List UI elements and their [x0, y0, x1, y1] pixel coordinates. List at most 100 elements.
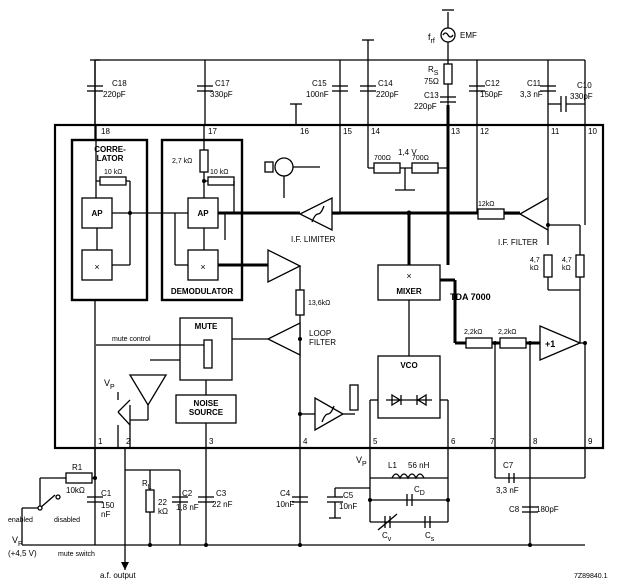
resistor-12k — [477, 208, 505, 220]
mute-switch[interactable] — [37, 494, 61, 511]
output-stage — [117, 374, 168, 448]
cap-c14-value: 220pF — [376, 90, 399, 99]
c3-value: 22 nF — [212, 500, 233, 509]
limiter-integrator-icon — [311, 205, 325, 223]
resistor-700-b — [411, 162, 439, 174]
pin-14: 14 — [371, 127, 380, 136]
test-point — [264, 157, 320, 198]
c7-name: C7 — [503, 461, 514, 470]
cap-c1-symbol — [87, 496, 103, 503]
r1-value: 10kΩ — [66, 486, 85, 495]
cap-c15-symbol — [332, 85, 348, 92]
c4-name: C4 — [280, 489, 291, 498]
demodulator-ap-block — [187, 197, 219, 229]
if-filter-label: I.F. FILTER — [498, 238, 538, 247]
cap-c14-symbol — [360, 85, 376, 92]
cap-c18-value: 220pF — [103, 90, 126, 99]
bias-divider — [367, 125, 448, 191]
cap-cd-symbol — [406, 494, 413, 506]
if-filter — [476, 125, 586, 343]
r-2-7k-label: 2,7 kΩ — [172, 158, 192, 165]
pin-18: 18 — [101, 127, 110, 136]
pin-9: 9 — [588, 437, 593, 446]
switch-lever[interactable] — [39, 494, 56, 509]
buffer-chain — [455, 325, 586, 448]
cap-c11-value: 3,3 nF — [520, 90, 543, 99]
cap-c5-symbol — [327, 488, 343, 518]
pin-10: 10 — [588, 127, 597, 136]
mute-switch-label: mute switch — [58, 551, 95, 558]
cap-c18-symbol — [87, 85, 103, 92]
rs-value: 75Ω — [424, 77, 439, 86]
cap-c2-symbol — [172, 496, 188, 503]
pin-8: 8 — [533, 437, 538, 446]
top-cap-symbols — [87, 85, 585, 112]
cap-c12-symbol — [469, 85, 485, 92]
emf-label: EMF — [460, 31, 477, 40]
cap-c18-name: C18 — [112, 79, 127, 88]
r-2-2k-a-label: 2,2kΩ — [464, 329, 482, 336]
junction-dots — [93, 179, 587, 547]
switch-contact — [55, 494, 61, 500]
l1-value: 56 nH — [408, 461, 430, 470]
resistor-rl — [145, 489, 155, 513]
mute-amp — [266, 321, 301, 357]
inner-wiring — [95, 125, 235, 266]
rs-label: RS — [428, 65, 439, 77]
demod-output-amp — [267, 248, 302, 284]
r-correlator-10k-label: 10 kΩ — [104, 169, 122, 176]
pin-15: 15 — [343, 127, 352, 136]
r-700-b-label: 700Ω — [412, 155, 429, 162]
mute-control-label: mute control — [112, 336, 151, 343]
af-output-arrow — [121, 562, 129, 570]
resistor-r1 — [65, 472, 93, 484]
cap-c11-symbol — [540, 85, 556, 92]
cap-c12-name: C12 — [485, 79, 500, 88]
vp-supply-label: VP — [12, 535, 23, 548]
if-filter-triangle — [518, 196, 549, 232]
correlator-multiplier-icon: × — [94, 262, 99, 272]
output-amp — [128, 374, 168, 407]
pin-5: 5 — [373, 437, 378, 446]
buffer-label: +1 — [545, 339, 555, 349]
resistor-700-a — [373, 162, 401, 174]
c2-value: 1,8 nF — [176, 503, 199, 512]
vco-resistor — [349, 384, 359, 411]
r-13-6k-label: 13,6kΩ — [308, 300, 330, 307]
chip-outline — [53, 123, 605, 450]
r1-name: R1 — [72, 463, 83, 472]
resistor-2-2k-b — [499, 337, 527, 349]
pin-12: 12 — [480, 127, 489, 136]
disabled-label: disabled — [54, 517, 80, 524]
cap-c17-name: C17 — [215, 79, 230, 88]
pin-11: 11 — [551, 127, 560, 136]
cv-label: Cv — [382, 531, 392, 543]
switch-pivot — [37, 505, 43, 511]
rf-source-label: frf — [428, 32, 435, 45]
top-cap-leads — [94, 40, 586, 125]
vco-label: VCO — [400, 361, 417, 370]
resistor-13-6k — [295, 289, 305, 316]
c8-value: 180pF — [536, 505, 559, 514]
cap-c13-symbol — [440, 96, 456, 103]
cap-c12-value: 150pF — [480, 90, 503, 99]
cd-label: CD — [414, 485, 425, 497]
c8-name: C8 — [509, 505, 520, 514]
pin-3: 3 — [209, 437, 214, 446]
varicap-symbols — [386, 393, 432, 407]
cap-c15-name: C15 — [312, 79, 327, 88]
cap-c7-symbol — [508, 473, 515, 483]
vp-transistor-label: VP — [104, 378, 115, 391]
cs-label: Cs — [425, 531, 435, 543]
pin-13: 13 — [451, 127, 460, 136]
cap-c8-symbol — [522, 506, 538, 513]
integrator-icon — [321, 405, 335, 423]
resistor-2-7k — [199, 149, 209, 173]
r-demod-10k-label: 10 kΩ — [210, 169, 228, 176]
rl-name: RL — [142, 479, 152, 491]
c7-value: 3,3 nF — [496, 486, 519, 495]
